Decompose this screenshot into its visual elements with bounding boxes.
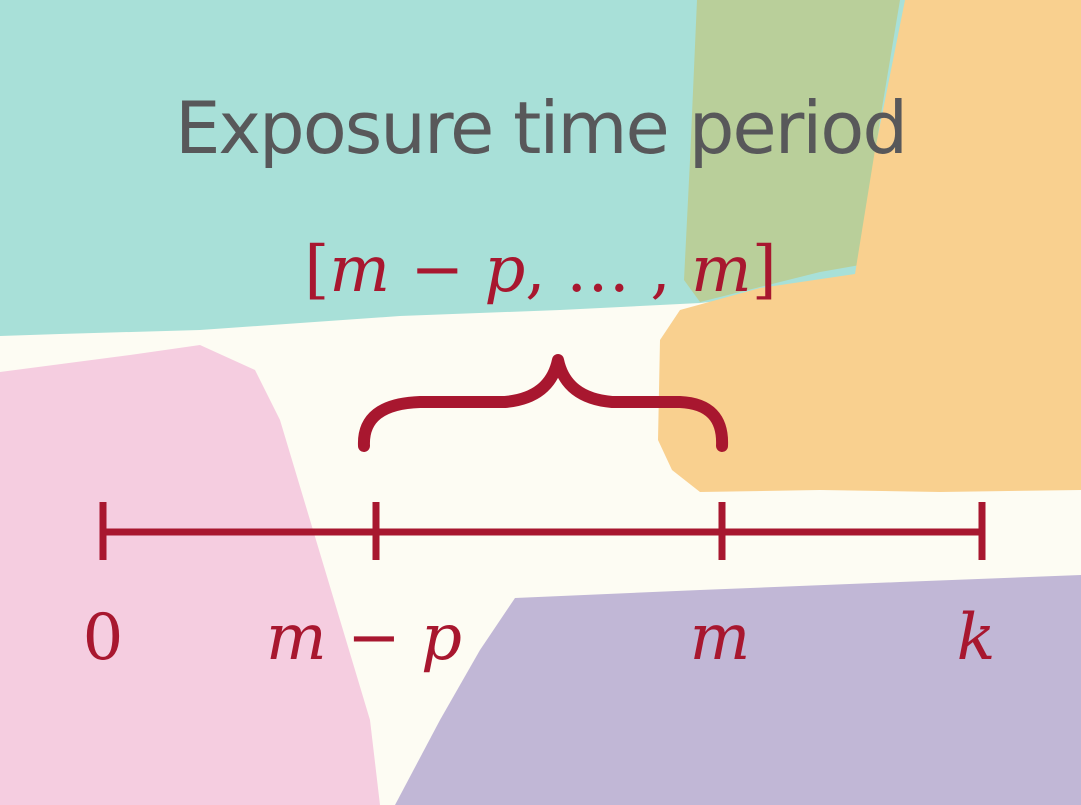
orange-blob — [658, 0, 1081, 492]
green-blob — [684, 0, 900, 302]
interval-end-var: m — [691, 233, 752, 307]
interval-p-var: p — [484, 233, 526, 307]
interval-open: [ — [304, 233, 330, 307]
tick-label-m: m — [689, 601, 751, 675]
curly-brace — [357, 354, 729, 452]
tick-label-0: 0 — [82, 601, 124, 675]
interval-comma-1: , — [525, 233, 566, 307]
interval-comma-2: , — [650, 233, 691, 307]
interval-close: ] — [751, 233, 777, 307]
purple-blob — [395, 575, 1081, 805]
interval-start-var: m — [329, 233, 390, 307]
pink-blob — [0, 345, 380, 805]
interval-minus: − — [390, 233, 485, 307]
diagram-title: Exposure time period — [174, 86, 908, 170]
interval-ellipsis: … — [565, 233, 651, 307]
tick-label-m-minus-p: m − p — [266, 601, 462, 675]
interval-label: [m − p, … , m] — [0, 238, 1081, 302]
tick-label-k: k — [956, 601, 996, 675]
